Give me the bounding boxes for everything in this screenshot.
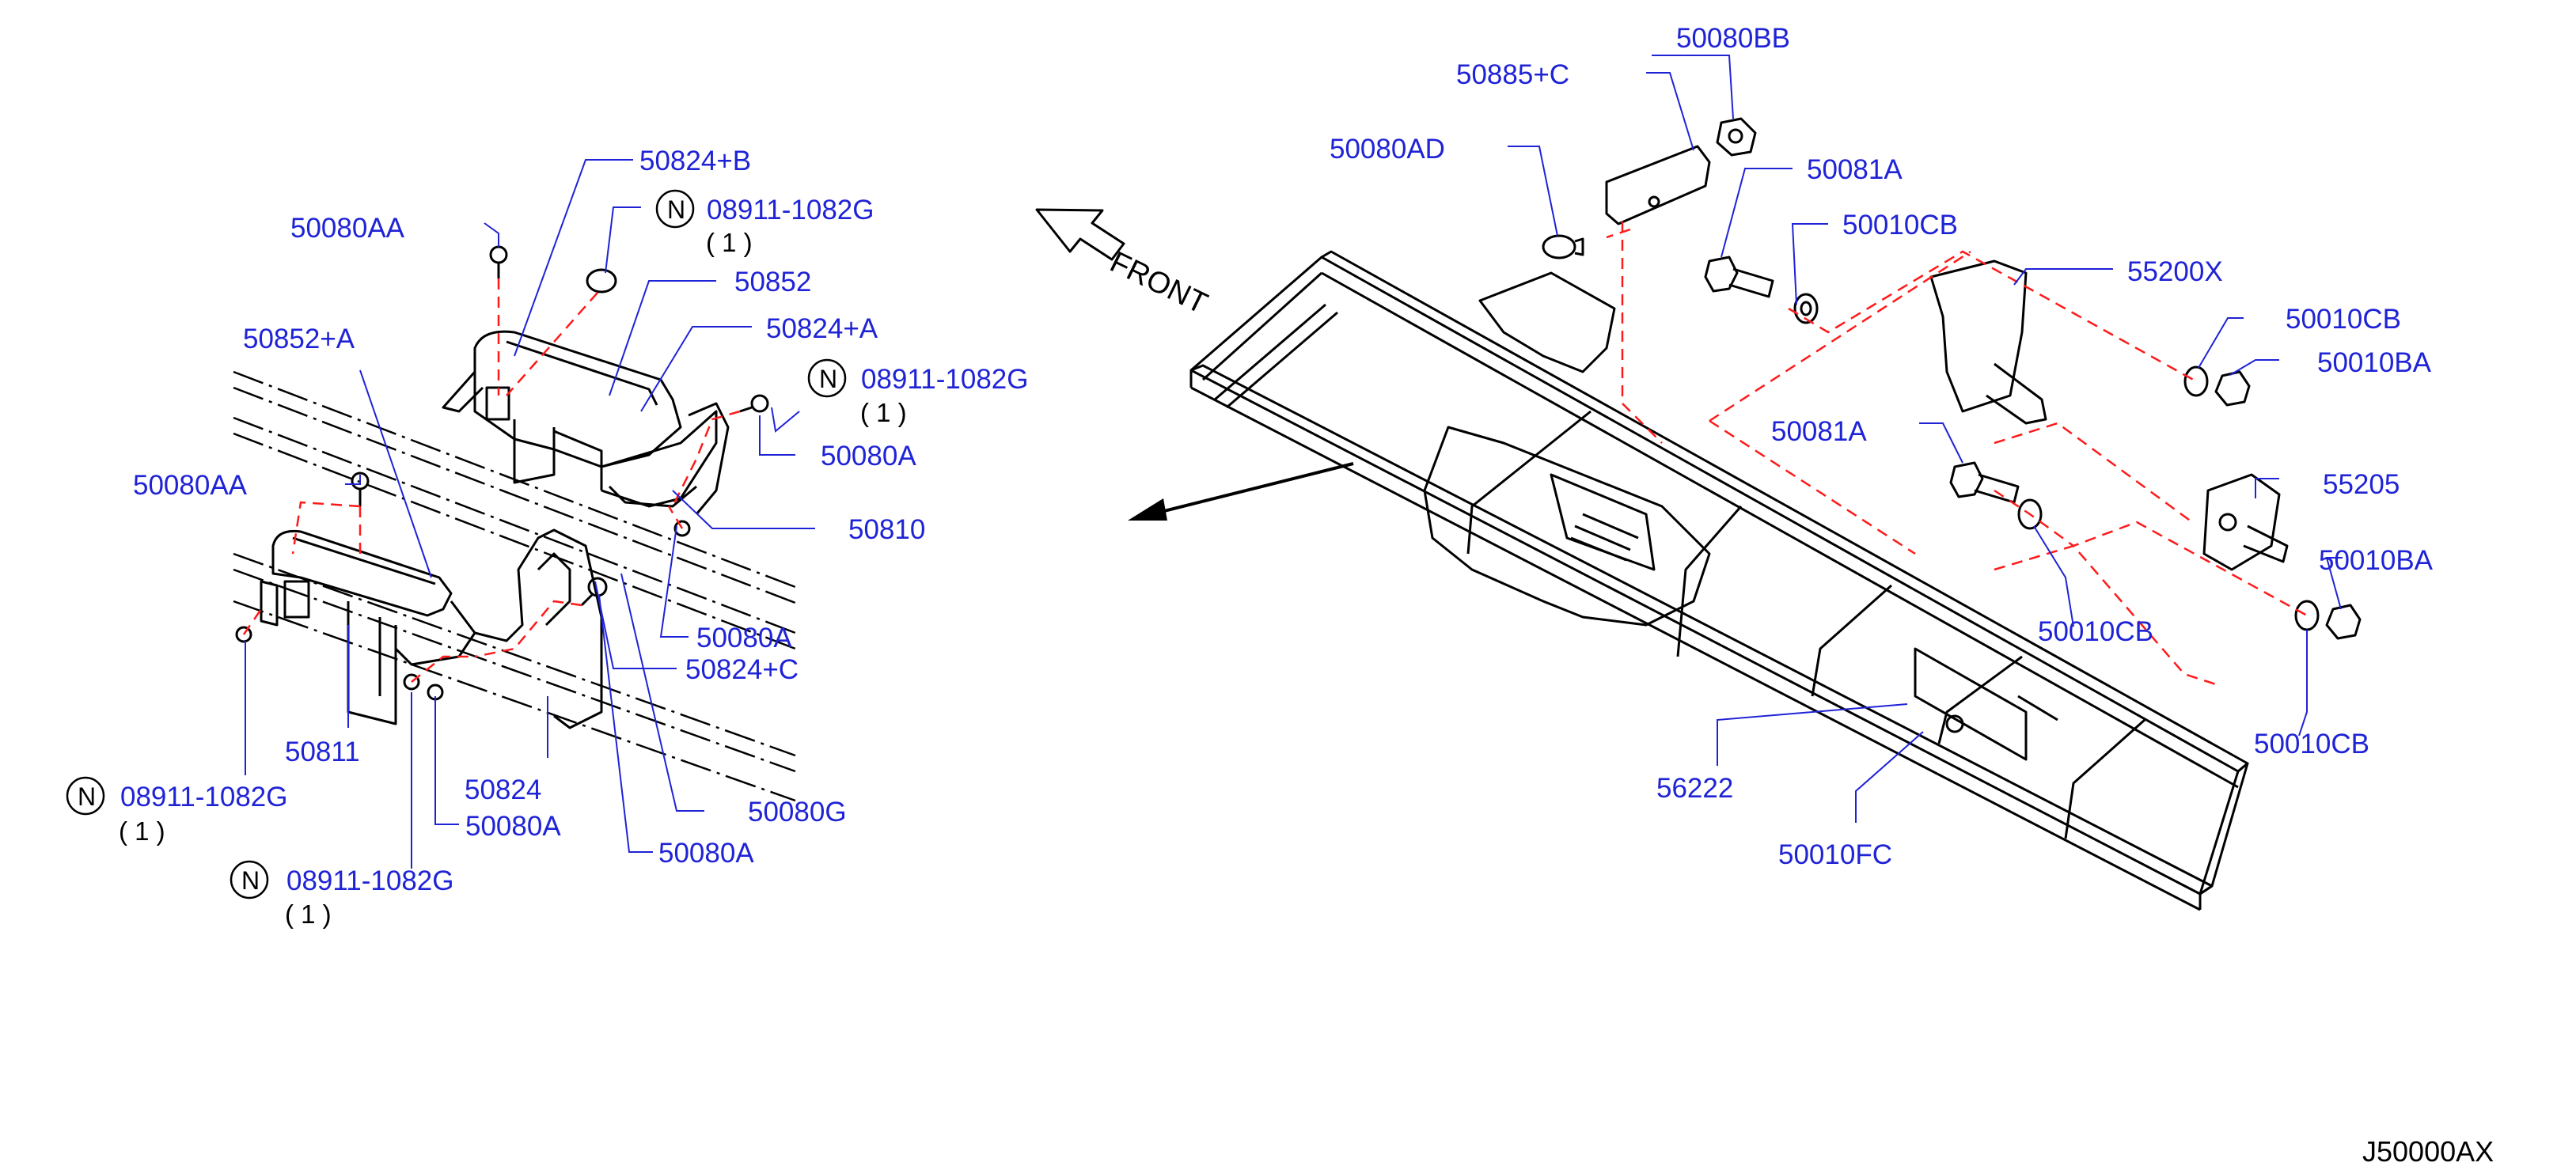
part-label-50010cb-top: 50010CB (1842, 210, 1958, 240)
part-label-50080a-b2: 50080A (658, 838, 754, 869)
part-label-50811: 50811 (285, 737, 360, 767)
part-label-50824b: 50824+B (639, 146, 751, 176)
frame-rail-phantom-lines (233, 370, 796, 802)
right-labels: 50080BB 50885+C 50080AD 50081A 50010CB 5… (1330, 23, 2434, 870)
part-label-08911-bl2: 08911-1082G (286, 865, 453, 896)
part-label-50824: 50824 (465, 774, 541, 805)
part-label-55205: 55205 (2323, 469, 2400, 500)
right-assembly-drawing (1128, 117, 2362, 911)
part-label-08911-top: 08911-1082G (707, 195, 874, 225)
part-label-50080aa-top: 50080AA (290, 213, 405, 244)
new-part-marker-icon (230, 860, 269, 899)
front-direction-indicator: FRONT (1035, 208, 1212, 320)
part-label-50852: 50852 (734, 267, 811, 297)
diagram-code: J50000AX (2362, 1135, 2494, 1168)
part-label-50081a-mid: 50081A (1771, 416, 1867, 447)
part-label-50824c: 50824+C (685, 654, 799, 685)
part-label-50010fc: 50010FC (1778, 839, 1892, 870)
new-part-marker-icon (807, 358, 847, 398)
part-label-50080a-b1: 50080A (465, 811, 561, 842)
left-assembly-drawing (233, 245, 796, 802)
part-label-50010ba-b: 50010BA (2319, 545, 2434, 576)
new-part-marker-letter: N (78, 782, 96, 811)
left-dashed-guides (242, 278, 741, 683)
new-part-marker-letter: N (819, 365, 837, 393)
ladder-frame (1189, 250, 2249, 911)
left-labels: 50824+B N 08911-1082G ( 1 ) 50080AA 5085… (66, 146, 1028, 929)
part-label-50810: 50810 (848, 514, 925, 545)
part-label-50080bb: 50080BB (1676, 23, 1790, 54)
lower-crossmember-bracket (260, 528, 603, 729)
part-label-55200x: 55200X (2127, 256, 2223, 287)
new-part-marker-letter: N (667, 195, 685, 224)
part-label-50080g: 50080G (748, 797, 847, 827)
part-label-50010cb-r: 50010CB (2286, 304, 2401, 335)
right-dashed-guides (1606, 222, 2308, 686)
part-label-50080a-r1: 50080A (821, 441, 916, 471)
part-label-50080ad: 50080AD (1330, 134, 1445, 165)
part-qty-08911-top: ( 1 ) (706, 228, 753, 257)
frame-front-arrow (1128, 462, 1354, 521)
part-label-50080a-r2: 50080A (696, 623, 792, 653)
part-label-08911-right: 08911-1082G (861, 364, 1028, 395)
part-label-50885c: 50885+C (1456, 59, 1569, 90)
part-qty-08911-bl1: ( 1 ) (119, 816, 165, 846)
part-label-50010cb-mid: 50010CB (2038, 616, 2153, 647)
part-qty-08911-right: ( 1 ) (860, 398, 907, 427)
new-part-marker-letter: N (241, 866, 260, 895)
leader-lines (245, 55, 2343, 869)
part-label-50010cb-b: 50010CB (2254, 729, 2369, 759)
part-label-50010ba-r: 50010BA (2317, 347, 2432, 378)
front-arrow-icon (1035, 208, 1125, 261)
part-label-56222: 56222 (1656, 773, 1733, 804)
new-part-marker-icon (66, 776, 105, 816)
front-label: FRONT (1105, 245, 1212, 320)
part-label-50080aa-mid: 50080AA (133, 470, 248, 501)
part-label-50824a: 50824+A (766, 313, 878, 344)
part-label-50081a-top: 50081A (1807, 154, 1903, 185)
upper-crossmember-bracket (442, 330, 730, 515)
new-part-marker-icon (655, 189, 695, 229)
part-label-50852a: 50852+A (243, 324, 355, 354)
part-label-08911-bl1: 08911-1082G (120, 782, 287, 812)
part-qty-08911-bl2: ( 1 ) (285, 899, 332, 929)
right-hardware (1542, 117, 2362, 640)
